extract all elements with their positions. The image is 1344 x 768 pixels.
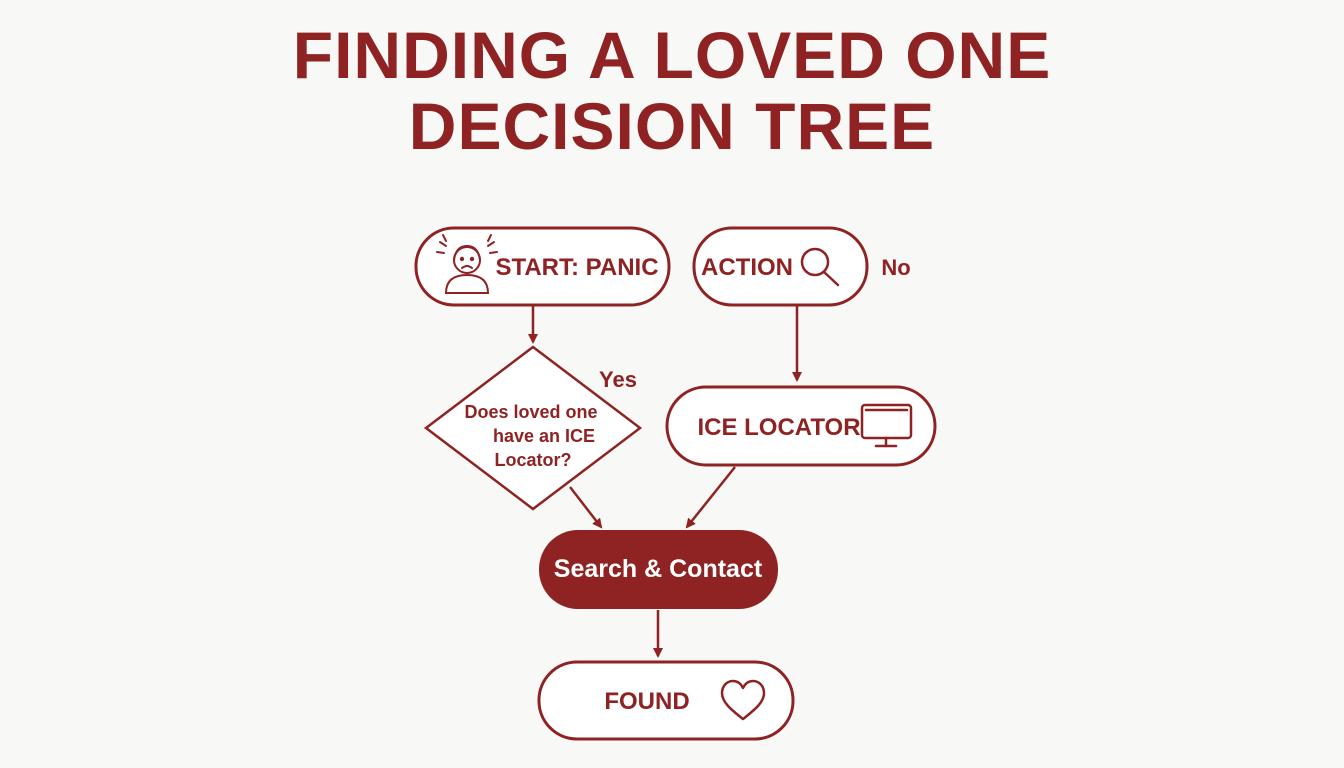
- connectors: [528, 306, 802, 658]
- title-line-2: DECISION TREE: [408, 89, 936, 163]
- edge-decision-to-search: [569, 486, 603, 529]
- action-node: ACTION: [692, 226, 869, 307]
- found-label: FOUND: [604, 688, 689, 715]
- edge-label-yes: Yes: [599, 367, 637, 392]
- edge-ice-locator-to-search: [685, 466, 736, 529]
- heart-icon: [720, 679, 766, 721]
- magnifier-icon: [800, 247, 840, 287]
- search-contact-node: Search & Contact: [539, 530, 778, 609]
- decision-line-2: have an ICE: [493, 426, 595, 446]
- monitor-icon: [860, 403, 913, 448]
- edge-label-no: No: [881, 255, 910, 280]
- decision-node: Does loved one have an ICE Locator?: [423, 345, 643, 511]
- decision-line-1: Does loved one: [464, 402, 597, 422]
- panicked-person-icon: [436, 234, 498, 294]
- start-node: START: PANIC: [414, 226, 671, 307]
- title-line-1: FINDING A LOVED ONE: [292, 18, 1052, 92]
- ice-locator-node: ICE LOCATOR: [665, 385, 937, 467]
- ice-locator-label: ICE LOCATOR: [697, 414, 860, 441]
- start-node-label: START: PANIC: [495, 254, 658, 281]
- decision-line-3: Locator?: [494, 450, 571, 470]
- found-node: FOUND: [537, 660, 795, 741]
- action-node-label: ACTION: [701, 254, 793, 281]
- search-contact-label: Search & Contact: [554, 555, 763, 583]
